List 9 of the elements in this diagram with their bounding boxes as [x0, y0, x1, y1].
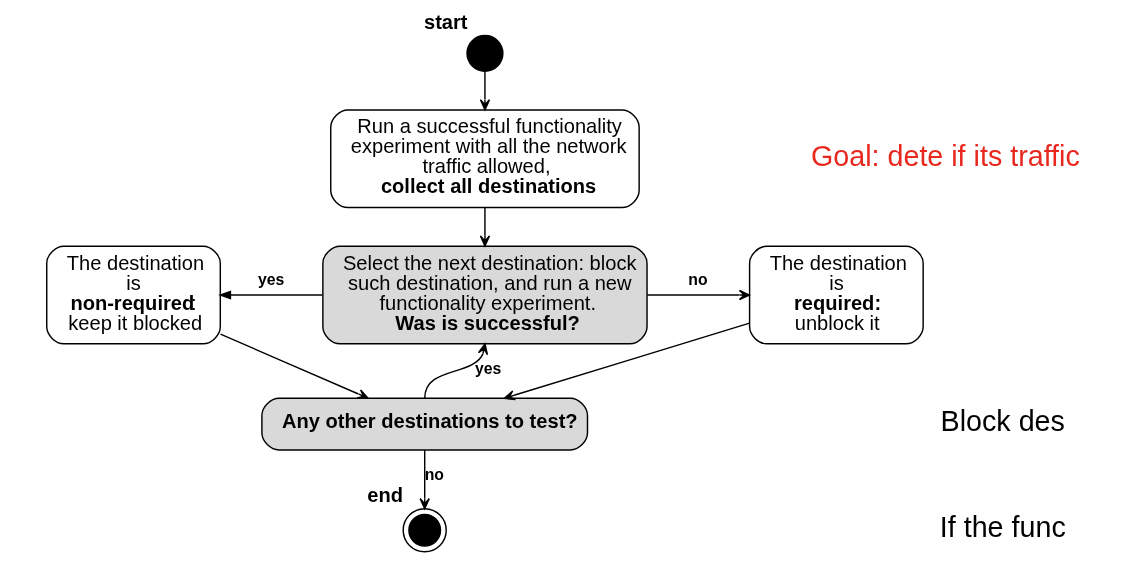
node-label: end: [366, 483, 403, 506]
label: If the func: [939, 511, 1066, 544]
node-label: start: [423, 10, 468, 33]
edge-label: no: [424, 465, 444, 483]
edge-label: no: [687, 270, 708, 288]
edge-label: yes: [474, 359, 501, 377]
label: Block des: [940, 405, 1065, 438]
label: Goal: dete if its traffic: [810, 139, 1080, 172]
edge-label: yes: [257, 270, 284, 288]
